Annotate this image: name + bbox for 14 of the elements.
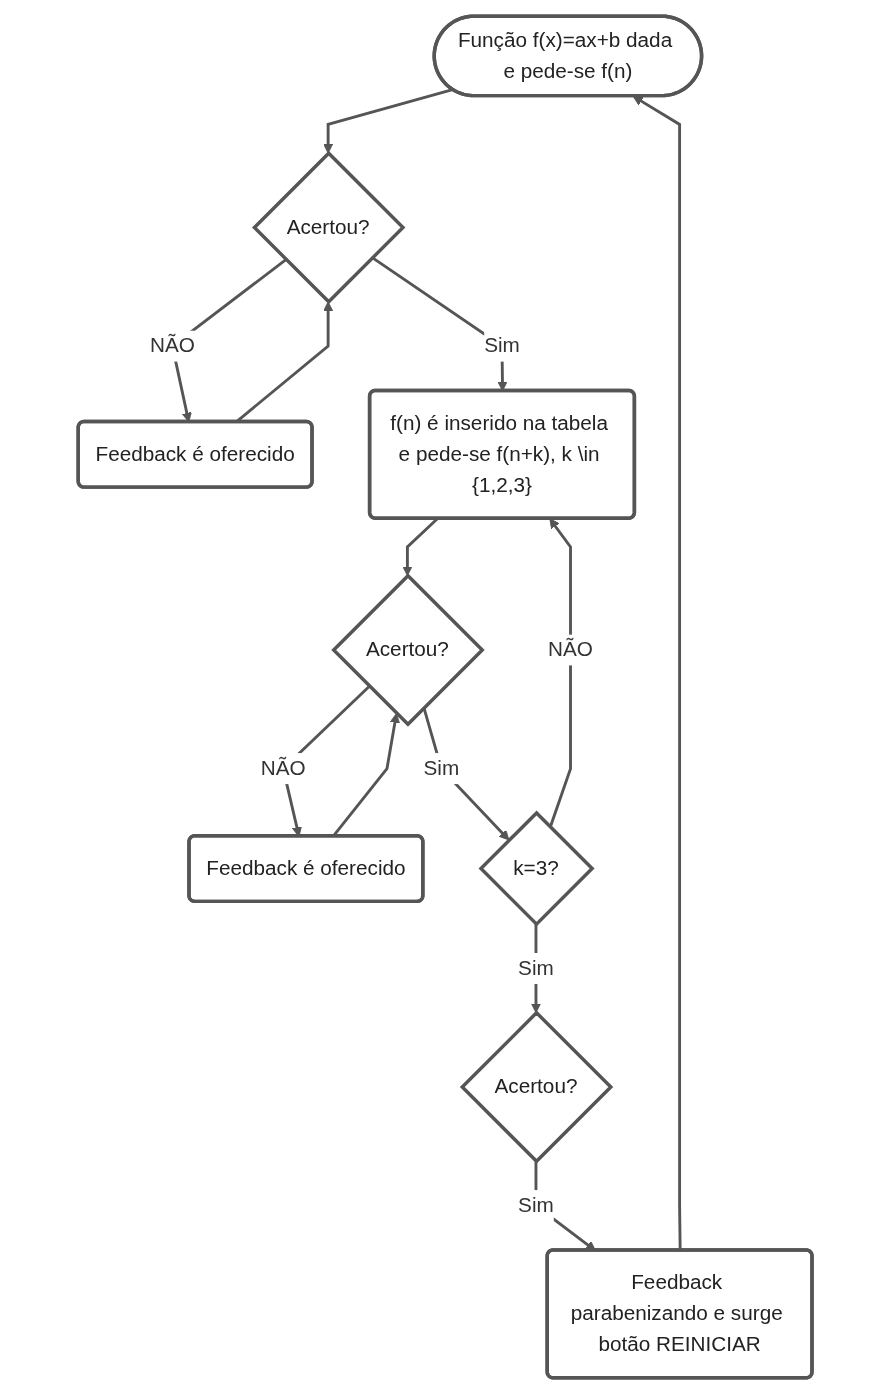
arrow bbox=[548, 517, 572, 828]
node-diamond: Acertou? bbox=[331, 572, 485, 727]
edge-label: Sim bbox=[423, 756, 460, 780]
node-diamond: Acertou? bbox=[459, 1009, 614, 1164]
arrow bbox=[402, 517, 439, 576]
edge-label: Sim bbox=[518, 955, 554, 979]
edge-label: NÃO bbox=[547, 637, 593, 661]
edge-label: Sim bbox=[484, 333, 520, 357]
edge-label: Sim bbox=[518, 1193, 554, 1217]
edge-label: NÃO bbox=[149, 333, 195, 357]
node-diamond: Acertou? bbox=[251, 150, 406, 304]
node-diamond: k=3? bbox=[478, 810, 595, 927]
arrow bbox=[322, 87, 453, 154]
edge-label: NÃO bbox=[260, 756, 306, 780]
